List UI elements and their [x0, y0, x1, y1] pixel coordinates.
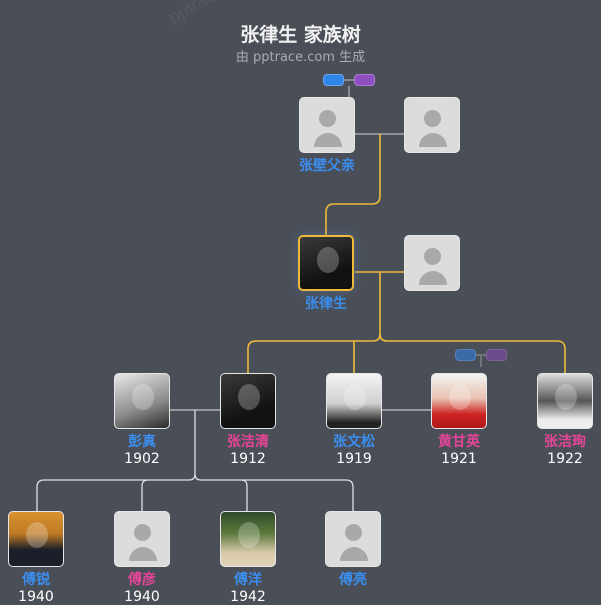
person-icon [424, 248, 441, 265]
person-name: 张壁父亲 [299, 158, 355, 174]
photo-face [238, 522, 260, 548]
avatar-photo [298, 235, 354, 291]
avatar-photo [537, 373, 593, 429]
photo-face [344, 384, 366, 410]
birth-year: 1912 [230, 451, 266, 467]
photo-face [555, 384, 577, 410]
person-icon [134, 524, 151, 541]
birth-year: 1922 [547, 451, 583, 467]
relation-badge-purple[interactable] [354, 74, 375, 86]
person-node-pengzhen[interactable]: 彭真 1902 [114, 373, 170, 467]
person-node-fuliang[interactable]: 傅亮 [325, 511, 381, 589]
person-name: 傅亮 [339, 572, 367, 588]
avatar-placeholder [404, 97, 460, 153]
person-node-zhangjieqing[interactable]: 张洁清 1912 [220, 373, 276, 467]
person-node-father[interactable]: 张壁父亲 [299, 97, 355, 175]
photo-face [317, 247, 339, 273]
avatar-placeholder [404, 235, 460, 291]
relation-badge-purple[interactable] [486, 349, 507, 361]
person-node-zhangwensong[interactable]: 张文松 1919 [326, 373, 382, 467]
page-subtitle: 由 pptrace.com 生成 [235, 50, 366, 65]
avatar-photo [8, 511, 64, 567]
person-icon [424, 110, 441, 127]
page-title: 张律生 家族树 [240, 24, 361, 46]
person-node-zhangjiexun[interactable]: 张洁珣 1922 [537, 373, 593, 467]
person-icon-body [340, 547, 368, 561]
person-name: 张洁清 [227, 434, 269, 450]
person-node-focus-spouse[interactable] [404, 235, 460, 291]
avatar-photo [431, 373, 487, 429]
photo-face [238, 384, 260, 410]
avatar-photo [220, 373, 276, 429]
person-icon [345, 524, 362, 541]
avatar-placeholder [325, 511, 381, 567]
birth-year: 1940 [18, 589, 54, 605]
avatar-placeholder [114, 511, 170, 567]
birth-year: 1919 [336, 451, 372, 467]
person-node-fuyang[interactable]: 傅洋 1942 [220, 511, 276, 605]
avatar-photo [114, 373, 170, 429]
person-name: 傅洋 [234, 572, 262, 588]
person-name: 彭真 [128, 434, 156, 450]
birth-year: 1921 [441, 451, 477, 467]
photo-face [449, 384, 471, 410]
relation-badge-blue[interactable] [323, 74, 344, 86]
avatar-placeholder [299, 97, 355, 153]
birth-year: 1902 [124, 451, 160, 467]
person-icon-body [314, 133, 342, 147]
avatar-photo [326, 373, 382, 429]
person-icon-body [419, 271, 447, 285]
photo-face [132, 384, 154, 410]
person-icon [319, 110, 336, 127]
person-name: 张文松 [333, 434, 375, 450]
photo-face [26, 522, 48, 548]
person-name: 黄甘英 [438, 434, 480, 450]
birth-year: 1940 [124, 589, 160, 605]
person-name: 傅彦 [128, 572, 156, 588]
person-name: 张律生 [305, 296, 347, 312]
person-node-fuyan[interactable]: 傅彦 1940 [114, 511, 170, 605]
relation-badge-blue[interactable] [455, 349, 476, 361]
person-icon-body [419, 133, 447, 147]
person-node-father-spouse[interactable] [404, 97, 460, 153]
person-icon-body [129, 547, 157, 561]
person-name: 傅锐 [22, 572, 50, 588]
person-node-furui[interactable]: 傅锐 1940 [8, 511, 64, 605]
avatar-photo [220, 511, 276, 567]
birth-year: 1942 [230, 589, 266, 605]
person-node-huangganying[interactable]: 黄甘英 1921 [431, 373, 487, 467]
person-node-focus[interactable]: 张律生 [298, 235, 354, 313]
person-name: 张洁珣 [544, 434, 586, 450]
